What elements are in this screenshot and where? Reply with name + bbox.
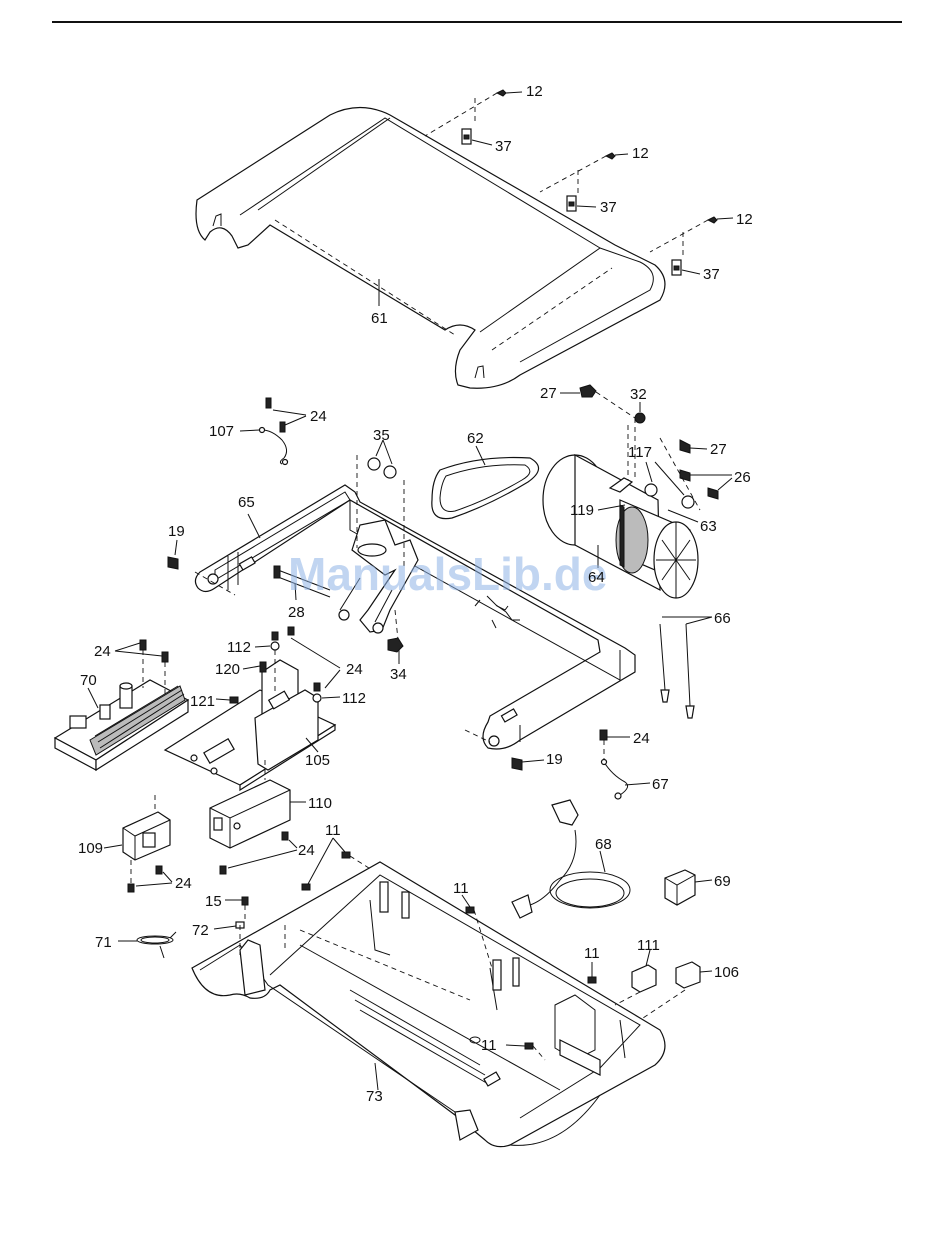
label-117: 117 — [628, 444, 652, 461]
label-109: 109 — [78, 840, 103, 857]
clip-part-37-b — [567, 196, 596, 211]
wire-ties-part-66 — [660, 617, 712, 718]
screw-part-12-a — [425, 90, 522, 136]
label-32: 32 — [630, 386, 647, 403]
label-67: 67 — [652, 776, 669, 793]
label-61: 61 — [371, 310, 388, 327]
screw-part-12-c — [650, 217, 733, 258]
label-37-b: 37 — [600, 199, 617, 216]
label-11-c: 11 — [584, 945, 600, 962]
label-106: 106 — [714, 964, 739, 981]
power-cord-part-68 — [512, 800, 630, 918]
label-63: 63 — [700, 518, 717, 535]
label-119: 119 — [570, 502, 594, 519]
label-72: 72 — [192, 922, 209, 939]
clip-part-37-c — [672, 260, 700, 275]
watermark: ManualsLib.de — [288, 548, 607, 600]
label-70: 70 — [80, 672, 97, 689]
label-64: 64 — [588, 569, 605, 586]
label-26: 26 — [734, 469, 751, 486]
label-35: 35 — [373, 427, 390, 444]
label-11-d: 11 — [481, 1037, 497, 1054]
label-66: 66 — [714, 610, 731, 627]
circuit-breaker-part-69 — [665, 870, 712, 905]
clip-part-37-a — [462, 129, 492, 145]
choke-part-109 — [104, 795, 172, 892]
label-12-b: 12 — [632, 145, 649, 162]
label-62: 62 — [467, 430, 484, 447]
label-111: 111 — [637, 937, 660, 954]
label-121: 121 — [190, 693, 215, 710]
screw-part-12-b — [540, 153, 628, 195]
label-27-a: 27 — [540, 385, 557, 402]
label-37-c: 37 — [703, 266, 720, 283]
label-37-a: 37 — [495, 138, 512, 155]
label-69: 69 — [714, 873, 731, 890]
label-24-f: 24 — [175, 875, 192, 892]
label-68: 68 — [595, 836, 612, 853]
sensor-part-72 — [214, 922, 244, 929]
label-34: 34 — [390, 666, 407, 683]
label-11-b: 11 — [453, 880, 469, 897]
label-107: 107 — [209, 423, 234, 440]
label-11-a: 11 — [325, 822, 341, 839]
label-73: 73 — [366, 1088, 383, 1105]
label-24-d: 24 — [633, 730, 650, 747]
label-12-c: 12 — [736, 211, 753, 228]
label-19-a: 19 — [168, 523, 185, 540]
ground-wire-part-107 — [240, 398, 306, 465]
label-24-c: 24 — [346, 661, 363, 678]
label-112-b: 112 — [342, 690, 366, 707]
label-24-a: 24 — [310, 408, 327, 425]
base-housing-part-73 — [192, 862, 665, 1147]
label-105: 105 — [305, 752, 330, 769]
motor-hood-part-61 — [196, 108, 665, 389]
label-28: 28 — [288, 604, 305, 621]
label-120: 120 — [215, 661, 240, 678]
sensor-wire-part-71 — [118, 932, 176, 958]
label-65: 65 — [238, 494, 255, 511]
label-24-e: 24 — [298, 842, 315, 859]
label-71: 71 — [95, 934, 112, 951]
label-19-b: 19 — [546, 751, 563, 768]
label-15: 15 — [205, 893, 222, 910]
drive-belt-part-62 — [432, 446, 539, 519]
label-24-b: 24 — [94, 643, 111, 660]
label-27-b: 27 — [710, 441, 727, 458]
screw-part-15 — [225, 897, 248, 920]
power-switch-part-111 — [615, 950, 656, 1005]
label-110: 110 — [308, 795, 332, 812]
label-112-a: 112 — [227, 639, 251, 656]
label-12-a: 12 — [526, 83, 543, 100]
